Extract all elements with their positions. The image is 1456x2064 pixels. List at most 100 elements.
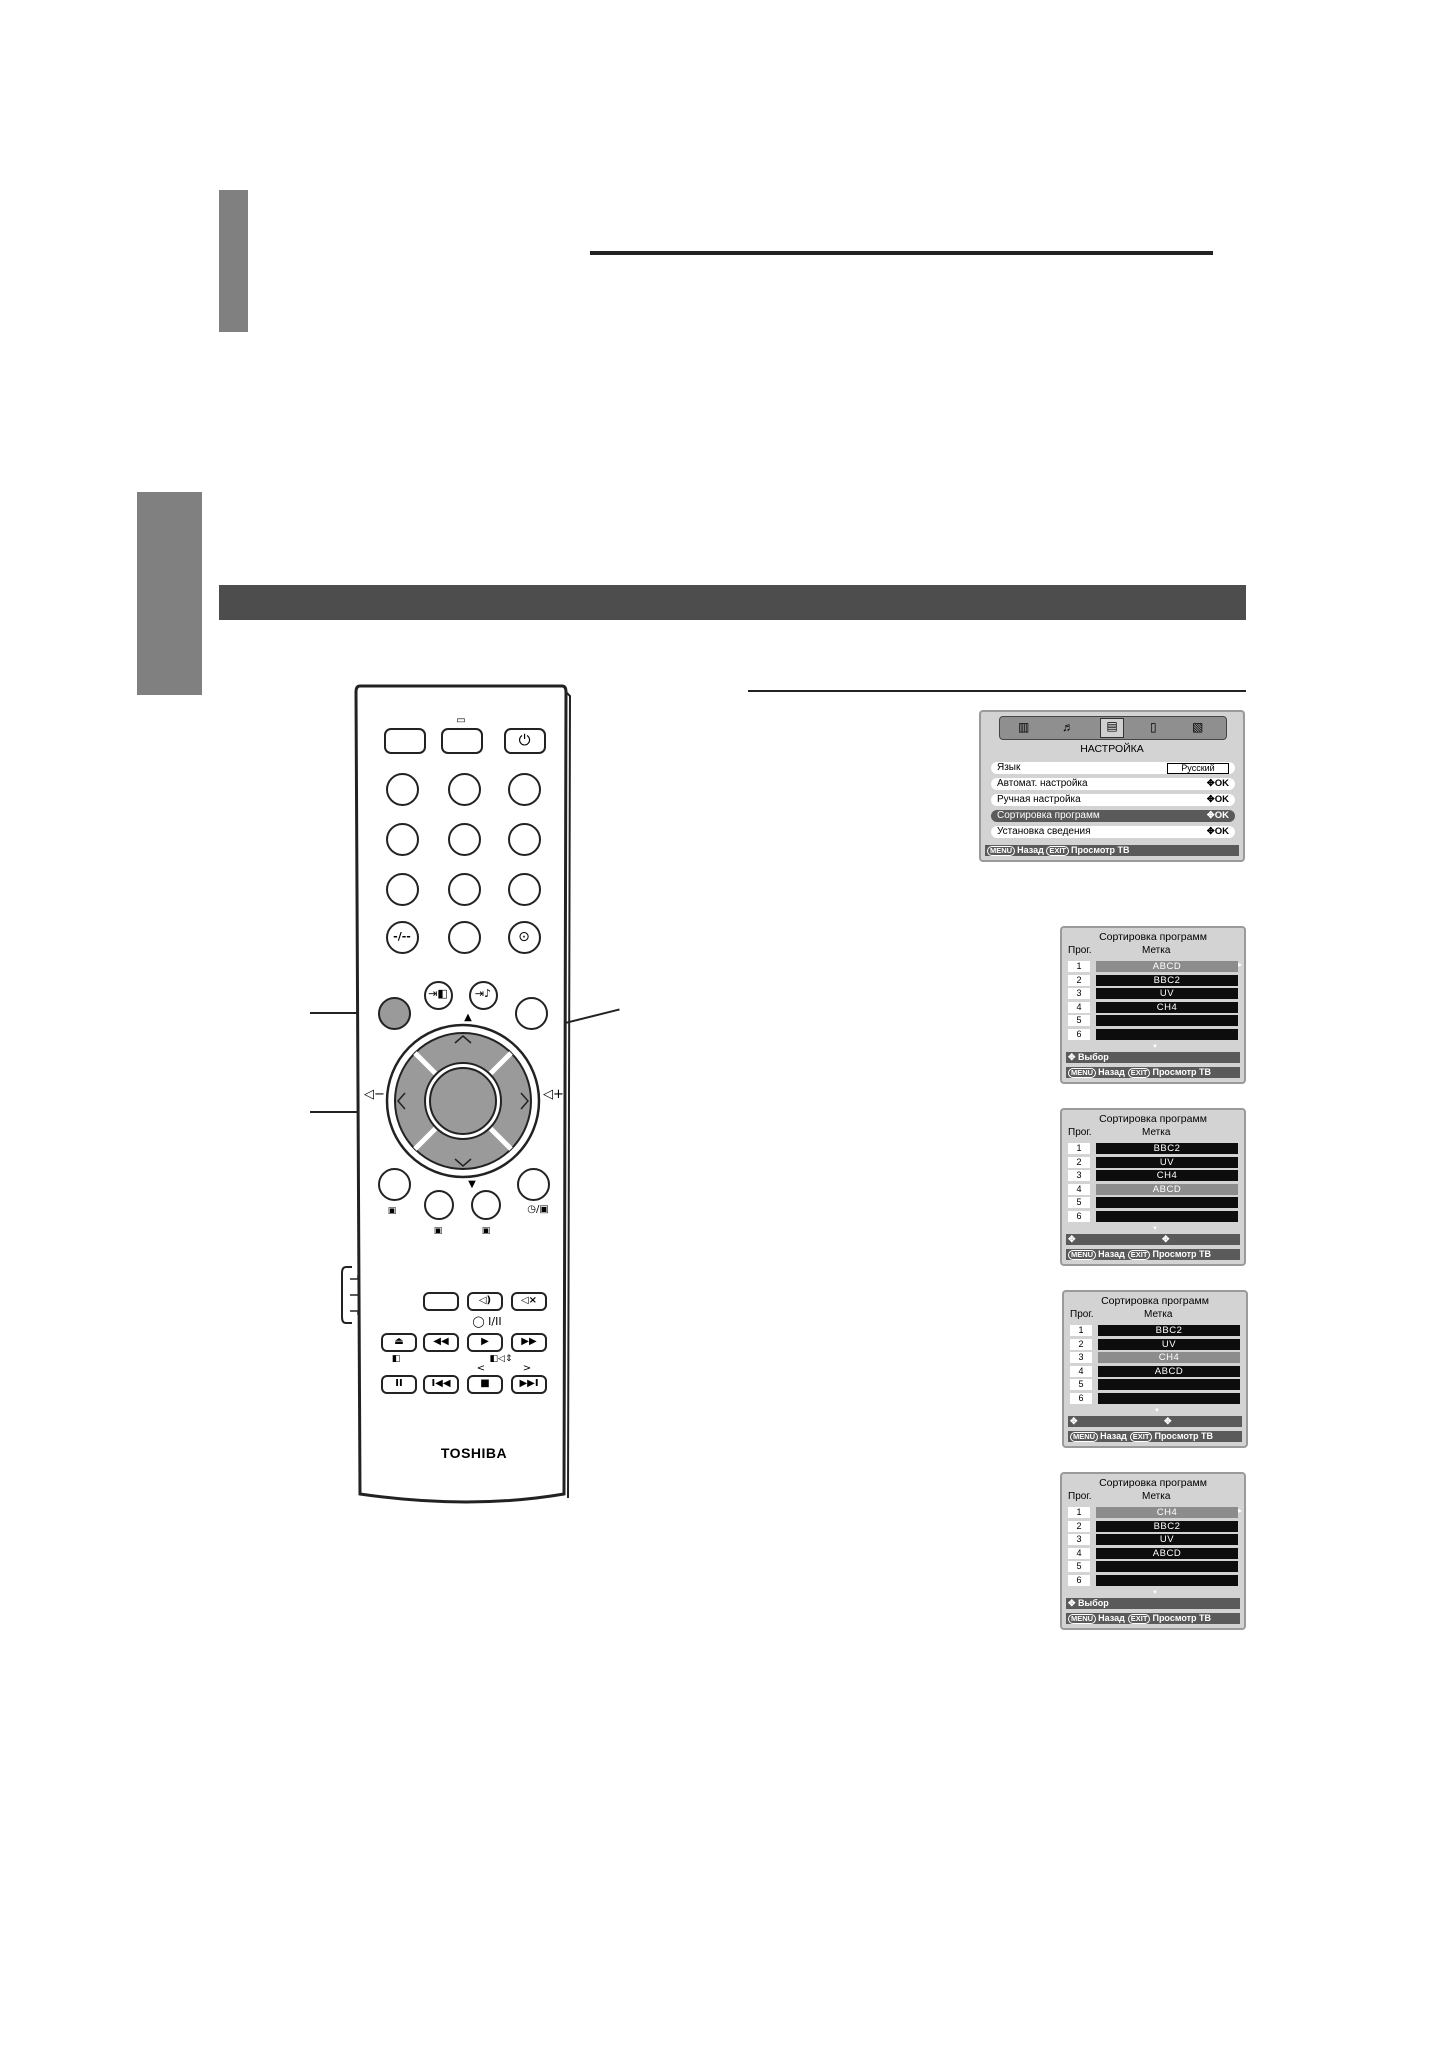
exit-key-pill: EXIT: [1046, 846, 1069, 856]
row-label[interactable]: UV: [1096, 1156, 1238, 1168]
row-pointer-icon: ▸: [1237, 1506, 1242, 1515]
menu-item-convergence[interactable]: Установка сведения ✥OK: [991, 826, 1235, 838]
scroll-down-icon: ▼: [1154, 1408, 1160, 1414]
pause-button[interactable]: II: [381, 1375, 417, 1394]
stop-button[interactable]: ■: [467, 1375, 503, 1394]
row-label[interactable]: UV: [1098, 1338, 1240, 1350]
menu-item-action: ✥OK: [1206, 826, 1229, 837]
volume-plus-icon: ◁+: [543, 1087, 564, 1102]
row-label[interactable]: [1098, 1379, 1240, 1390]
row-label[interactable]: UV: [1096, 1534, 1238, 1545]
surround-button[interactable]: ◁): [467, 1292, 503, 1311]
av-button[interactable]: ⊙: [508, 921, 541, 954]
row-label[interactable]: [1098, 1392, 1240, 1404]
next-label: >: [522, 1363, 532, 1374]
row-label[interactable]: BBC2: [1098, 1325, 1240, 1336]
rewind-button[interactable]: ◀◀: [423, 1333, 459, 1352]
mute-button[interactable]: ◁×: [511, 1292, 547, 1311]
menu-item-manual-tune[interactable]: Ручная настройка ✥OK: [991, 794, 1235, 806]
blue-button[interactable]: [517, 1168, 550, 1201]
skip-back-button[interactable]: I◀◀: [423, 1375, 459, 1394]
menu-item-programme-sort[interactable]: Сортировка программ ✥OK: [991, 810, 1235, 822]
key-8[interactable]: [448, 873, 481, 906]
key-3[interactable]: [508, 773, 541, 806]
subtitle-button[interactable]: [441, 728, 483, 754]
row-label[interactable]: BBC2: [1096, 1143, 1238, 1154]
play-button[interactable]: ▶: [467, 1333, 503, 1352]
menu-item-label: Язык: [997, 762, 1021, 773]
clock-icon: ◷/▣: [527, 1204, 549, 1215]
row-number: 5: [1068, 1197, 1090, 1208]
callout-line-menu: [310, 1012, 392, 1014]
row-label[interactable]: CH4: [1096, 1507, 1238, 1518]
screen-button[interactable]: [423, 1292, 459, 1311]
hold-icon: ▣: [433, 1226, 443, 1236]
row-label[interactable]: CH4: [1098, 1352, 1240, 1363]
language-value: Русский: [1167, 763, 1229, 774]
row-label[interactable]: [1096, 1210, 1238, 1222]
skip-forward-button[interactable]: ▶▶I: [511, 1375, 547, 1394]
row-label[interactable]: BBC2: [1096, 974, 1238, 986]
row-number: 2: [1068, 974, 1090, 986]
dash-button[interactable]: -/--: [386, 921, 419, 954]
key-5[interactable]: [448, 823, 481, 856]
key-6[interactable]: [508, 823, 541, 856]
navigation-pad[interactable]: [383, 1021, 543, 1181]
sort-footer-select: ✥ Выбор: [1066, 1598, 1240, 1609]
red-button[interactable]: [378, 1168, 411, 1201]
picture-button[interactable]: ⇥◧: [424, 981, 453, 1010]
yellow-button[interactable]: [471, 1190, 501, 1220]
row-label[interactable]: ABCD: [1096, 1183, 1238, 1195]
mode-switch[interactable]: [340, 1265, 362, 1325]
row-number: 5: [1070, 1379, 1092, 1390]
green-button[interactable]: [424, 1190, 454, 1220]
menu-item-label: Ручная настройка: [997, 794, 1081, 805]
return-button[interactable]: [515, 997, 548, 1030]
sound-button[interactable]: ⇥♪: [469, 981, 498, 1010]
row-label[interactable]: CH4: [1096, 1170, 1238, 1181]
menu-item-auto-tune[interactable]: Автомат. настройка ✥OK: [991, 778, 1235, 790]
input-button[interactable]: [384, 728, 426, 754]
move-icon: ✥: [1164, 1416, 1172, 1426]
row-label[interactable]: BBC2: [1096, 1520, 1238, 1532]
row-label[interactable]: CH4: [1096, 1001, 1238, 1013]
eject-button[interactable]: ⏏: [381, 1333, 417, 1352]
key-1[interactable]: [386, 773, 419, 806]
key-9[interactable]: [508, 873, 541, 906]
key-2[interactable]: [448, 773, 481, 806]
power-button[interactable]: ⏻: [504, 728, 546, 754]
row-label[interactable]: ABCD: [1098, 1365, 1240, 1377]
menu-item-action: ✥OK: [1206, 794, 1229, 805]
fast-forward-icon: ▶▶: [521, 1336, 537, 1347]
key-0[interactable]: [448, 921, 481, 954]
row-label[interactable]: UV: [1096, 988, 1238, 999]
row-label[interactable]: [1096, 1197, 1238, 1208]
col-header-label: Метка: [1142, 945, 1171, 956]
row-label[interactable]: [1096, 1574, 1238, 1586]
menu-button[interactable]: [378, 997, 411, 1030]
exit-key-pill: EXIT: [1127, 1614, 1151, 1624]
key-4[interactable]: [386, 823, 419, 856]
power-icon: ⏻: [518, 731, 531, 749]
footer-view: Просмотр ТВ: [1154, 1431, 1214, 1441]
fast-forward-button[interactable]: ▶▶: [511, 1333, 547, 1352]
row-number: 1: [1068, 1143, 1090, 1154]
row-label[interactable]: [1096, 1561, 1238, 1572]
menu-icon-bar: ▥ ♬ ▤ ▯ ▧: [999, 716, 1227, 740]
row-label[interactable]: ABCD: [1096, 961, 1238, 972]
stop-icon: ■: [480, 1378, 490, 1389]
key-7[interactable]: [386, 873, 419, 906]
row-label[interactable]: [1096, 1015, 1238, 1026]
speaker-icon: ◁): [478, 1295, 492, 1306]
sound-icon: ⇥♪: [474, 987, 492, 1000]
row-label[interactable]: [1096, 1028, 1238, 1040]
row-number: 3: [1068, 988, 1090, 999]
dash-label: -/--: [393, 930, 411, 943]
menu-item-language[interactable]: Язык Русский: [991, 762, 1235, 774]
picture-icon: ⇥◧: [428, 987, 448, 1000]
row-number: 6: [1068, 1028, 1090, 1040]
col-header-prog: Прог.: [1068, 945, 1092, 956]
row-label[interactable]: ABCD: [1096, 1547, 1238, 1559]
